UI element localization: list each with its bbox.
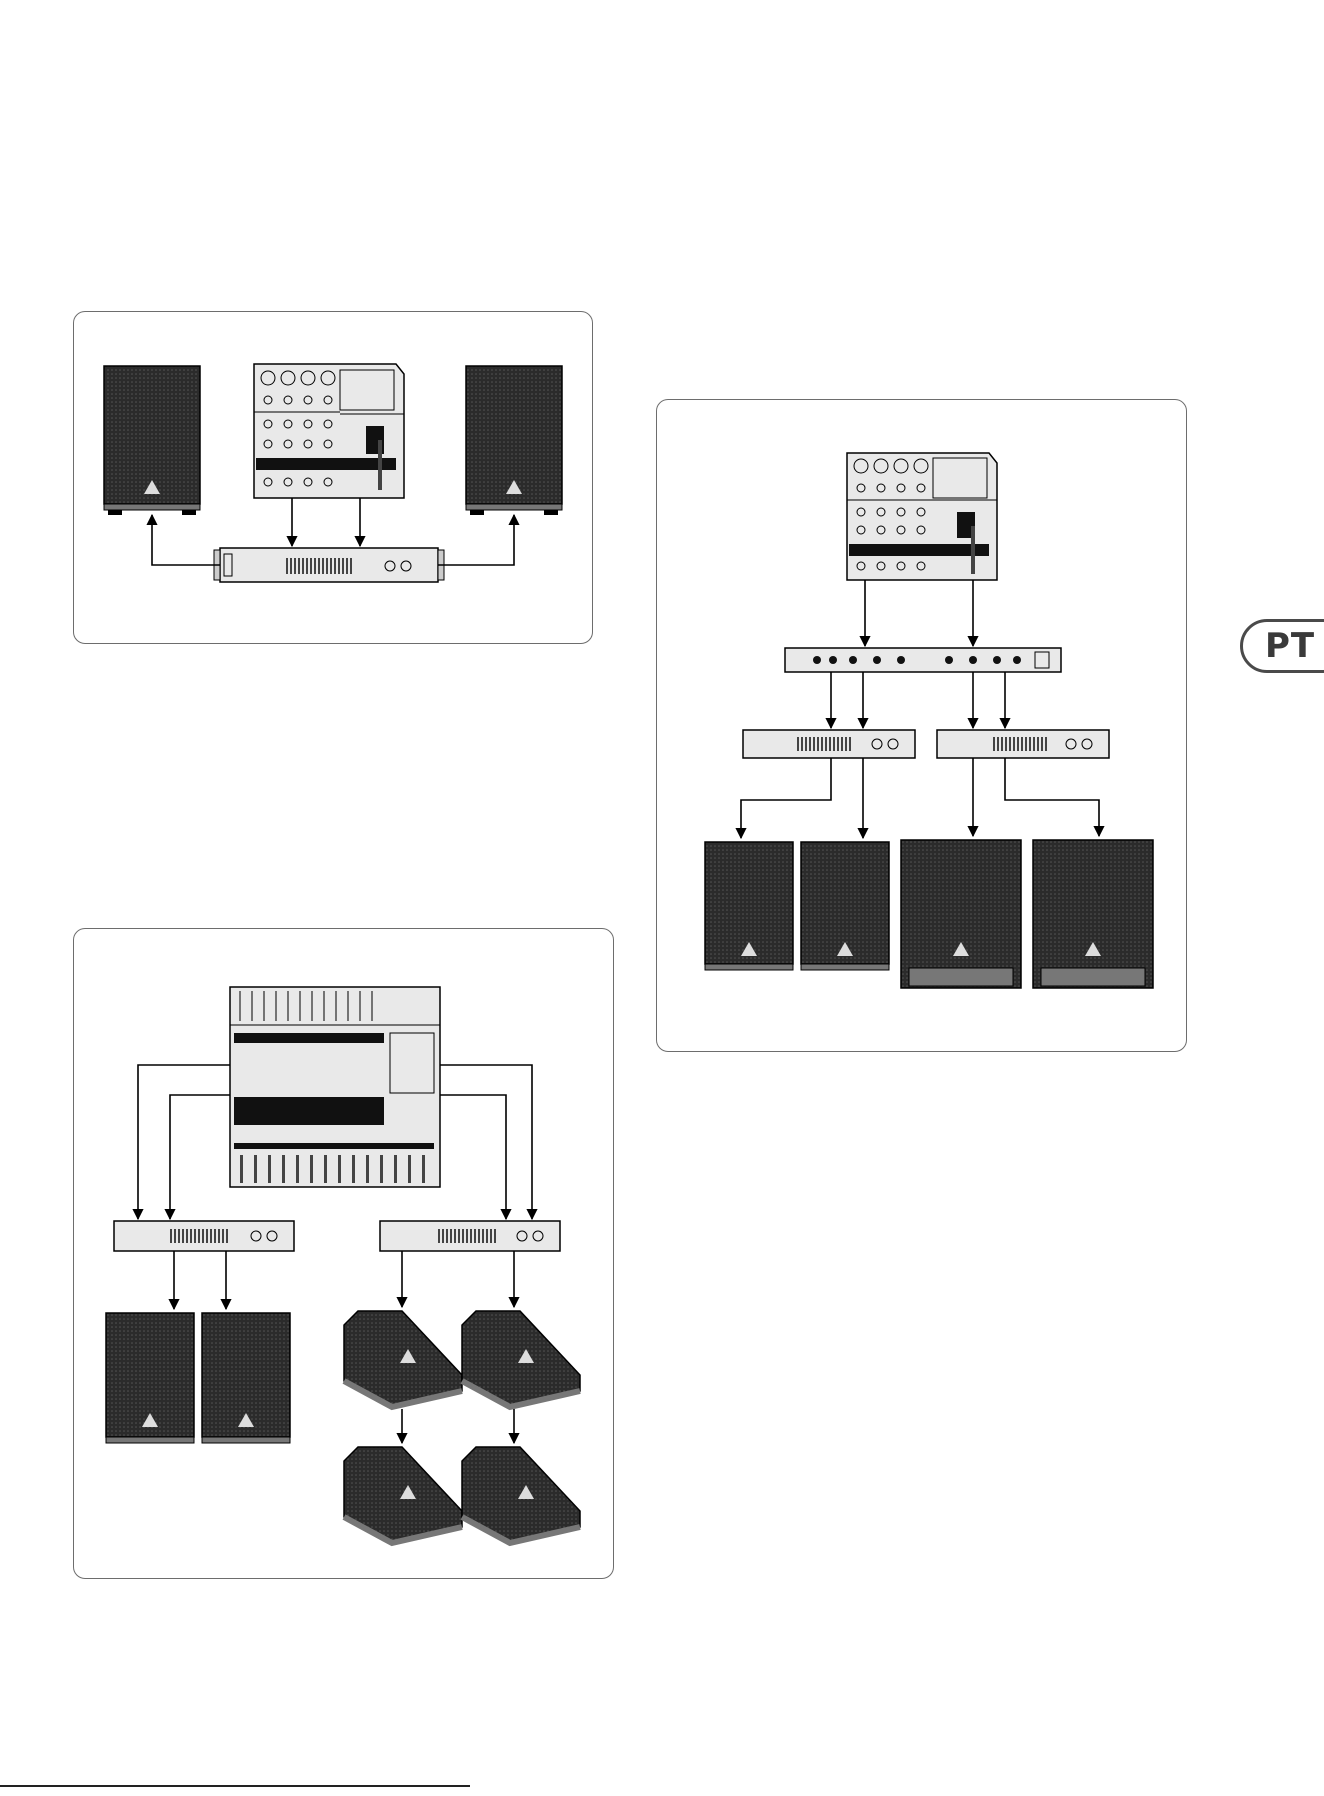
subwoofer-2 — [1033, 840, 1153, 988]
diagram-main-and-monitor-pa — [73, 928, 614, 1579]
speaker-1 — [106, 1313, 194, 1443]
power-amplifier — [214, 548, 444, 582]
small-mixer — [254, 364, 404, 498]
power-amplifier-right — [937, 730, 1109, 758]
floor-monitor-3 — [344, 1447, 462, 1543]
power-amplifier-monitor — [380, 1221, 560, 1251]
subwoofer-1 — [901, 840, 1021, 988]
speaker-2 — [801, 842, 889, 970]
small-mixer — [847, 453, 997, 580]
floor-monitor-2 — [462, 1311, 580, 1407]
crossover — [785, 648, 1061, 672]
speaker-1 — [705, 842, 793, 970]
large-mixer — [230, 987, 440, 1187]
diagram-stereo-pa-drawing — [74, 312, 594, 644]
footer-rule — [0, 1785, 470, 1787]
floor-monitor-4 — [462, 1447, 580, 1543]
speaker-2 — [202, 1313, 290, 1443]
floor-monitor-1 — [344, 1311, 462, 1407]
diagram-bi-amped-pa-drawing — [657, 400, 1187, 1052]
power-amplifier-left — [743, 730, 915, 758]
power-amplifier-main — [114, 1221, 294, 1251]
diagram-bi-amped-pa — [656, 399, 1187, 1052]
diagram-stereo-pa — [73, 311, 593, 644]
speaker-left — [104, 366, 200, 515]
diagram-main-and-monitor-pa-drawing — [74, 929, 614, 1579]
language-tab-label: PT — [1265, 626, 1315, 666]
signal-cables — [741, 580, 1099, 838]
speaker-right — [466, 366, 562, 515]
language-tab[interactable]: PT — [1240, 619, 1324, 673]
